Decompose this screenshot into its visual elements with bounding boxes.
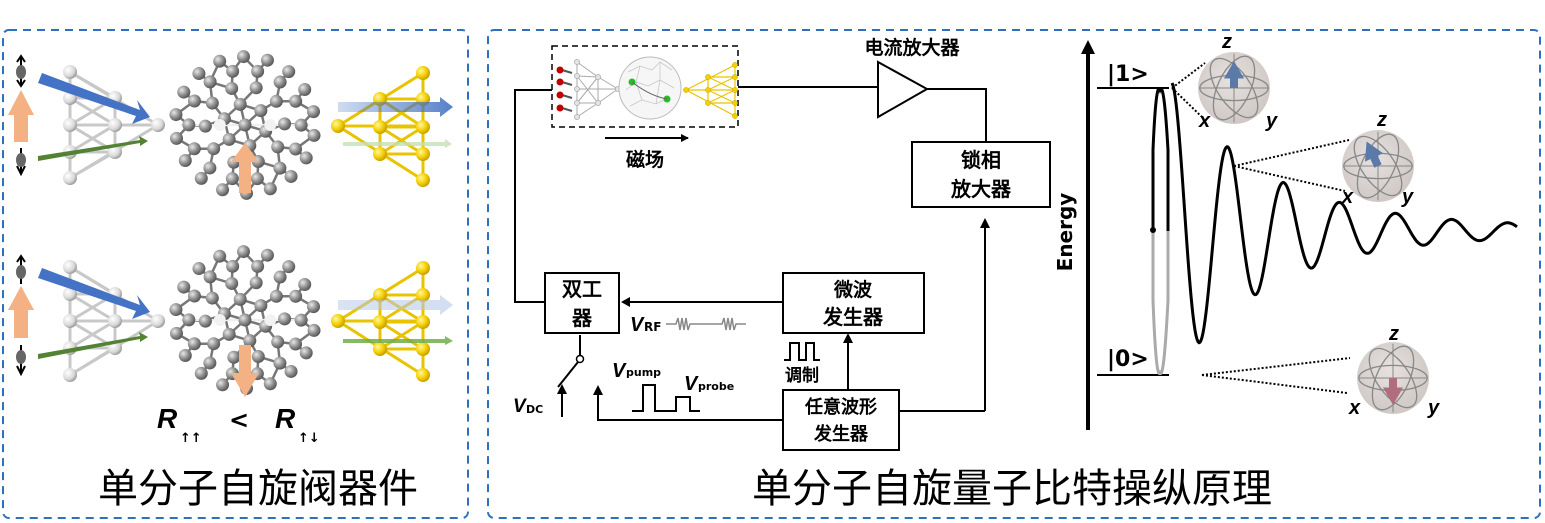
axis-z-label: z	[1388, 323, 1399, 345]
diplexer-box	[544, 272, 620, 334]
dc-switch	[557, 354, 585, 388]
less-than-sign: <	[229, 406, 249, 434]
modulation-pulse-icon	[784, 342, 820, 361]
molecular-junction-box	[551, 45, 739, 128]
v-pump-label: V	[612, 360, 627, 382]
magnetic-field-label: 磁场	[626, 148, 664, 171]
spin-down-symbol-icon	[16, 345, 26, 377]
v-dc-sub: DC	[526, 403, 543, 416]
v-probe-label: V	[684, 373, 699, 395]
pump-probe-waveform	[632, 384, 700, 412]
bloch-leader-lines	[1171, 62, 1351, 394]
resistance-antiparallel-sub: ↑↓	[298, 431, 320, 446]
spin-valve-top	[8, 50, 453, 200]
current-amplifier-label: 电流放大器	[864, 36, 960, 59]
outgoing-majority-arrow	[338, 97, 453, 117]
right-panel-title: 单分子自旋量子比特操纵原理	[752, 466, 1272, 512]
awg-label-1: 任意波形	[804, 396, 877, 418]
resistance-parallel-sub: ↑↑	[180, 431, 202, 446]
state-0-label: |0>	[1107, 347, 1149, 372]
lockin-amplifier-label-2: 放大器	[950, 177, 1012, 201]
current-amplifier-symbol	[877, 60, 930, 119]
majority-spin-current-arrow	[38, 73, 150, 124]
awg-label-2: 发生器	[813, 423, 869, 445]
lockin-amplifier-box	[911, 141, 1051, 208]
resistance-parallel: R	[157, 403, 178, 434]
excitation-loop-gray	[1151, 231, 1170, 376]
spin-up-arrow	[14, 115, 28, 142]
v-dc-label: V	[513, 396, 527, 417]
damped-oscillation-curve	[1170, 82, 1518, 345]
bloch-sphere-excited	[1198, 52, 1270, 124]
axis-y-label: y	[1427, 397, 1440, 419]
microwave-generator-label-1: 微波	[833, 278, 873, 301]
spin-up-symbol-icon	[16, 54, 26, 88]
spin-valve-bottom	[8, 245, 453, 397]
axis-z-label: z	[1376, 109, 1387, 131]
resistance-antiparallel: R	[275, 403, 296, 434]
v-pump-sub: pump	[626, 366, 661, 379]
axis-z-label: z	[1221, 31, 1232, 53]
v-rf-sub: RF	[644, 320, 661, 334]
spin-down-symbol-icon	[16, 148, 26, 177]
axis-y-label: y	[1401, 186, 1414, 208]
junction-molecule-image	[556, 56, 738, 120]
modulation-label: 调制	[785, 365, 819, 386]
right-panel-border	[487, 29, 1541, 519]
outgoing-minority-arrow	[343, 139, 452, 148]
energy-axis-label: Energy	[1053, 193, 1077, 272]
awg-box	[782, 389, 900, 451]
rf-signal-waveform	[666, 317, 746, 331]
circuit-wires	[514, 86, 987, 421]
axis-x-label: x	[1341, 186, 1354, 208]
excitation-loop-black	[1151, 87, 1170, 231]
left-panel-title: 单分子自旋阀器件	[98, 466, 418, 512]
fullerene-molecule	[169, 50, 321, 200]
fullerene-molecule	[169, 245, 321, 395]
v-rf-label: V	[630, 314, 645, 336]
lockin-amplifier-label-1: 锁相	[961, 148, 1001, 172]
bloch-axis-labels: z x y z x y z x y	[1198, 31, 1440, 419]
axis-x-label: x	[1348, 397, 1361, 419]
axis-y-label: y	[1265, 110, 1278, 132]
minority-spin-current-arrow	[38, 136, 148, 161]
bloch-sphere-superposition	[1342, 130, 1414, 202]
resistance-comparison: R ↑↑ < R ↑↓	[157, 403, 320, 446]
microwave-generator-box	[782, 272, 925, 334]
bloch-sphere-ground	[1357, 342, 1429, 414]
diplexer-label-2: 器	[571, 306, 593, 330]
axis-x-label: x	[1198, 110, 1211, 132]
left-panel-border	[2, 29, 469, 519]
diplexer-label-1: 双工	[562, 277, 602, 301]
microwave-generator-label-2: 发生器	[822, 305, 884, 329]
state-1-label: |1>	[1107, 62, 1149, 87]
v-probe-sub: probe	[698, 380, 734, 393]
spin-up-symbol-icon	[16, 254, 26, 284]
